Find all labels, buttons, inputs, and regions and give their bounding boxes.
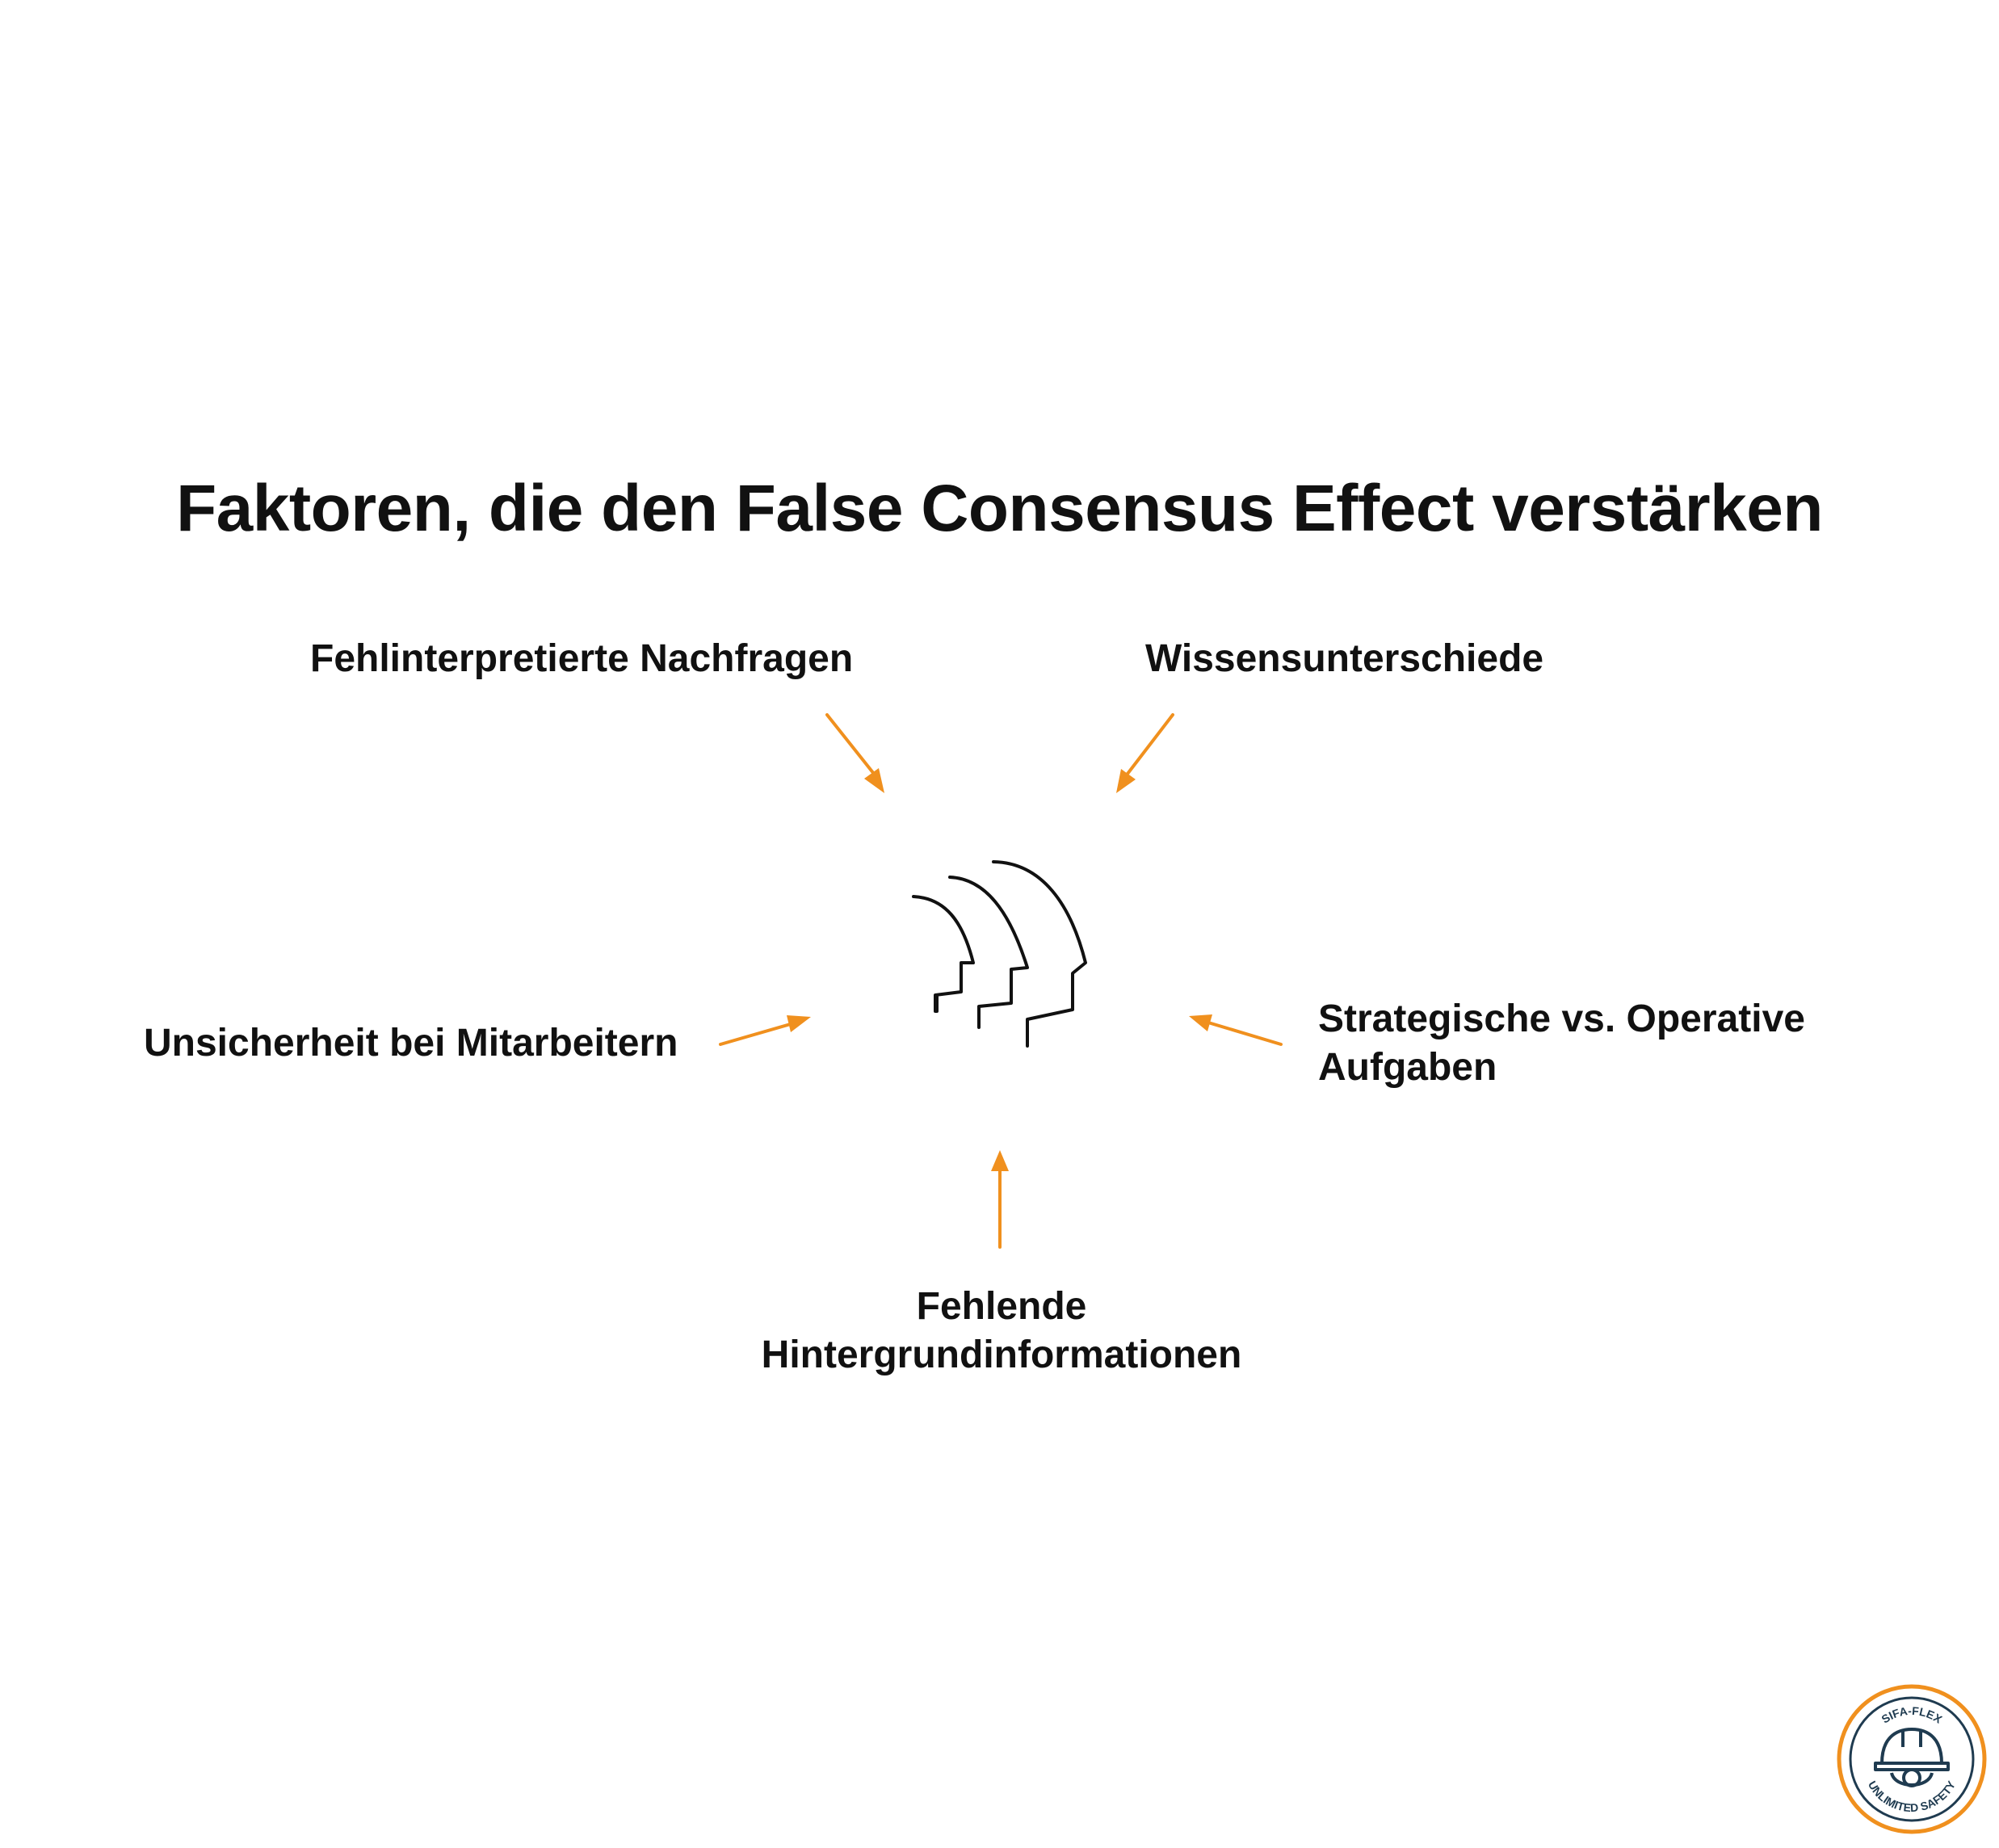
arrow-top-right [1116, 713, 1174, 793]
arrow-top-left [825, 713, 884, 793]
arrow-left [719, 1015, 811, 1046]
arrows [719, 713, 1283, 1249]
three-heads-profile-icon [912, 860, 1087, 1048]
logo-ring [1837, 1684, 1987, 1834]
arrow-right [1189, 1014, 1283, 1046]
hard-hat-gear-icon [1874, 1728, 1950, 1787]
factor-missing-background-info: Fehlende Hintergrundinformationen [761, 1285, 1242, 1376]
sifa-flex-logo: SIFA-FLEX UNLIMITED SAFETY [1837, 1684, 1987, 1834]
factor-strategic-vs-operative: Strategische vs. Operative Aufgaben [1318, 998, 1805, 1089]
factor-misinterpreted-questions: Fehlinterpretierte Nachfragen [310, 637, 854, 680]
arrow-bottom [991, 1150, 1009, 1249]
factor-knowledge-differences: Wissensunterschiede [1145, 637, 1544, 680]
factor-employee-uncertainty: Unsicherheit bei Mitarbeitern [144, 1022, 678, 1065]
diagram-title: Faktoren, die den False Consensus Effect… [176, 472, 1823, 545]
